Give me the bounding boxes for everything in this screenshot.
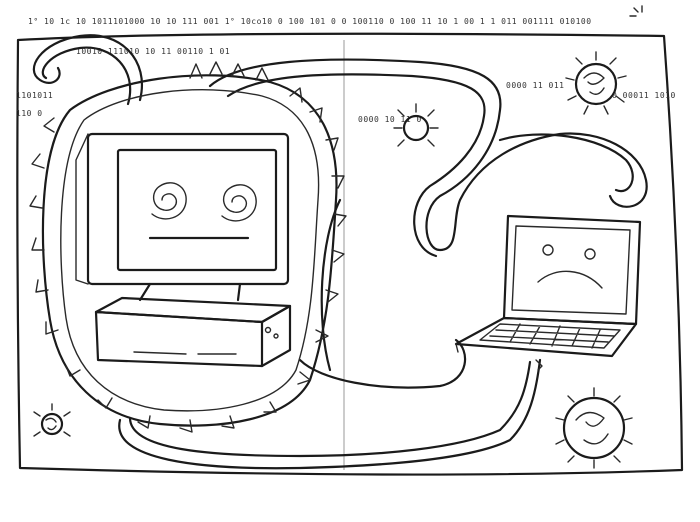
binary-text-left: 1101011 xyxy=(16,91,53,100)
monitor-frame xyxy=(86,132,290,286)
virus-small-center xyxy=(393,103,439,147)
laptop-lid xyxy=(502,214,642,326)
left-curl xyxy=(32,34,143,102)
virus-top-right xyxy=(565,51,627,115)
body-bottom-inner xyxy=(320,198,342,372)
monitor-left-eye-spiral xyxy=(151,182,187,220)
snake-body-outer xyxy=(208,58,648,252)
laptop-screen xyxy=(511,225,631,315)
laptop xyxy=(454,214,642,358)
binary-text-left2: 110 0 xyxy=(16,109,43,118)
laptop-cable-plug xyxy=(535,359,543,371)
lower-cable xyxy=(118,358,542,470)
base-side xyxy=(260,304,292,368)
snake-body-inner xyxy=(226,73,486,258)
computer-base xyxy=(94,296,292,368)
base-slot-1 xyxy=(133,351,187,355)
virus-blob-inner xyxy=(60,89,320,412)
laptop-right-eye xyxy=(584,248,596,260)
laptop-frown xyxy=(537,270,603,289)
base-front xyxy=(94,310,264,368)
laptop-base xyxy=(454,316,638,358)
snake-tail-curl xyxy=(498,133,634,193)
paper-border xyxy=(16,32,684,476)
binary-text-right: 0000 11 011 xyxy=(506,81,564,90)
virus-bottom-right xyxy=(555,387,633,469)
monitor-depth xyxy=(75,133,89,285)
laptop-edge xyxy=(455,343,459,353)
lower-cable-inner xyxy=(128,360,532,458)
corner-doodle xyxy=(629,5,643,17)
laptop-keyboard xyxy=(479,323,621,349)
monitor-screen xyxy=(116,148,278,272)
base-button-2 xyxy=(273,333,279,339)
left-curl-inner xyxy=(41,46,132,106)
binary-text-top: 1° 10 1c 10 1011101000 10 10 111 001 1° … xyxy=(28,17,592,26)
monitor-right-eye-spiral xyxy=(221,184,257,222)
laptop-left-eye xyxy=(542,244,554,256)
binary-text-right2: 0 00011 1010 xyxy=(612,91,676,100)
virus-bottom-left xyxy=(33,403,71,437)
base-button xyxy=(264,326,272,334)
virus-spikes xyxy=(29,61,347,433)
binary-text-second: 10010 111010 10 11 00110 1 01 xyxy=(76,47,230,56)
monitor-stand xyxy=(138,282,242,302)
monitor xyxy=(75,132,290,302)
body-bottom xyxy=(298,338,467,389)
binary-text-mid: 0000 10 11 0 xyxy=(358,115,422,124)
